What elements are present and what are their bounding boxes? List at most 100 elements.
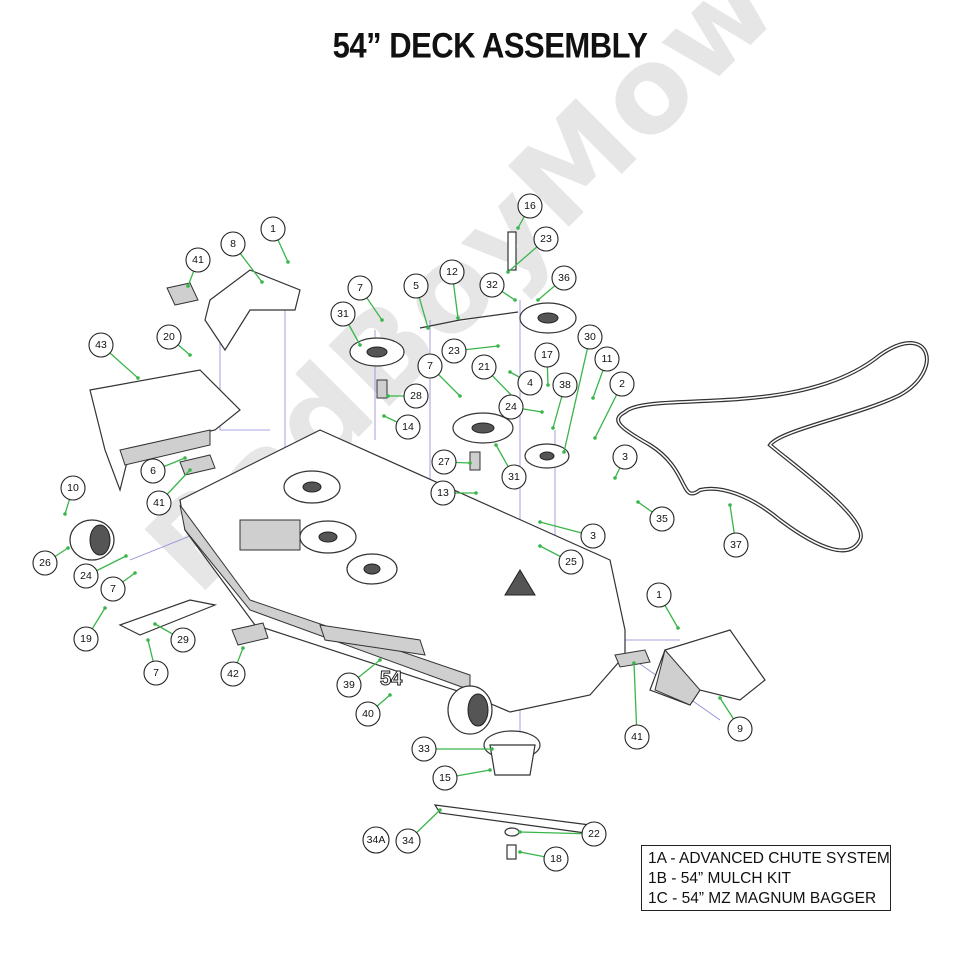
callout-circle — [501, 464, 527, 490]
leader-tip — [183, 456, 187, 460]
callout-circle — [185, 247, 211, 273]
callout-label: 29 — [177, 634, 189, 646]
callout-label: 6 — [150, 465, 156, 477]
callout-circle — [395, 414, 421, 440]
callout-label: 41 — [192, 254, 204, 266]
callout-circle — [517, 193, 543, 219]
callout-c34: 34 — [395, 828, 421, 854]
callout-c21: 21 — [471, 354, 497, 380]
callout-circle — [594, 346, 620, 372]
callout-label: 23 — [448, 345, 460, 357]
leader-tip — [718, 696, 722, 700]
callout-label: 11 — [602, 353, 613, 365]
callout-c1b: 1 — [646, 582, 672, 608]
callout-circle — [143, 660, 169, 686]
leader-tip — [468, 461, 472, 465]
callouts: 1123345677778910111213141516171819202122… — [32, 193, 753, 872]
leader-tip — [546, 383, 550, 387]
callout-c13: 13 — [430, 480, 456, 506]
callout-c41a: 41 — [185, 247, 211, 273]
leader-tip — [378, 658, 382, 662]
leader-tip — [456, 316, 460, 320]
callout-c41c: 41 — [624, 724, 650, 750]
callout-label: 16 — [524, 200, 536, 212]
callout-label: 28 — [410, 390, 422, 402]
leader-line — [563, 336, 591, 453]
callout-label: 25 — [565, 556, 577, 568]
callout-circle — [471, 354, 497, 380]
callout-c42: 42 — [220, 661, 246, 687]
callout-circle — [88, 332, 114, 358]
leader-tip — [188, 353, 192, 357]
callout-label: 15 — [439, 772, 451, 784]
callout-circle — [140, 458, 166, 484]
callout-c2: 2 — [609, 371, 635, 397]
callout-c33: 33 — [411, 736, 437, 762]
callout-label: 1 — [656, 589, 662, 601]
callout-c26: 26 — [32, 550, 58, 576]
callout-c23b: 23 — [441, 338, 467, 364]
callout-c16: 16 — [517, 193, 543, 219]
leader-tip — [728, 503, 732, 507]
callout-label: 5 — [413, 280, 419, 292]
leader-tip — [536, 298, 540, 302]
callout-c1a: 1 — [260, 216, 286, 242]
callout-c29: 29 — [170, 627, 196, 653]
leader-tip — [124, 554, 128, 558]
callout-c7d: 7 — [143, 660, 169, 686]
callout-c18: 18 — [543, 846, 569, 872]
callout-c39: 39 — [336, 672, 362, 698]
leader-tip — [562, 450, 566, 454]
callout-label: 7 — [357, 282, 363, 294]
callout-c27: 27 — [431, 449, 457, 475]
callout-label: 21 — [478, 361, 490, 373]
callout-circle — [649, 506, 675, 532]
callout-label: 27 — [438, 456, 450, 468]
callout-circle — [146, 490, 172, 516]
callout-c24b: 24 — [498, 394, 524, 420]
discharge-chute — [649, 629, 766, 706]
leader-tip — [508, 370, 512, 374]
leader-tip — [488, 768, 492, 772]
leader-tip — [613, 476, 617, 480]
leader-tip — [136, 376, 140, 380]
leader-tip — [380, 318, 384, 322]
callout-label: 31 — [508, 471, 520, 483]
callout-label: 3 — [590, 530, 596, 542]
leader-tip — [66, 546, 70, 550]
callout-circle — [170, 627, 196, 653]
callout-circle — [73, 626, 99, 652]
callout-label: 24 — [505, 401, 517, 413]
callout-label: 43 — [95, 339, 107, 351]
callout-c37: 37 — [723, 532, 749, 558]
drive-belt — [616, 341, 929, 553]
leader-tip — [676, 626, 680, 630]
leader-tip — [591, 396, 595, 400]
leader-tip — [538, 520, 542, 524]
callout-label: 34 — [402, 835, 414, 847]
callout-label: 42 — [227, 668, 239, 680]
callout-label: 10 — [67, 482, 79, 494]
mower-deck: 54 — [179, 429, 626, 713]
leader-tip — [358, 343, 362, 347]
callout-c35: 35 — [649, 506, 675, 532]
callout-c34a: 34A — [362, 826, 390, 854]
callout-c31a: 31 — [330, 301, 356, 327]
legend-item: 1C - 54” MZ MAGNUM BAGGER — [648, 890, 877, 907]
leader-tip — [540, 410, 544, 414]
callout-c7c: 7 — [100, 576, 126, 602]
leader-tip — [103, 606, 107, 610]
callout-c7b: 7 — [417, 353, 443, 379]
callout-c36: 36 — [551, 265, 577, 291]
callout-label: 4 — [527, 377, 533, 389]
leader-tip — [518, 850, 522, 854]
legend-item: 1B - 54” MULCH KIT — [648, 870, 791, 887]
leader-tip — [133, 571, 137, 575]
callout-label: 30 — [584, 331, 596, 343]
callout-circle — [403, 273, 429, 299]
callout-c8: 8 — [220, 231, 246, 257]
callout-circle — [552, 372, 578, 398]
callout-c11: 11 — [594, 346, 620, 372]
